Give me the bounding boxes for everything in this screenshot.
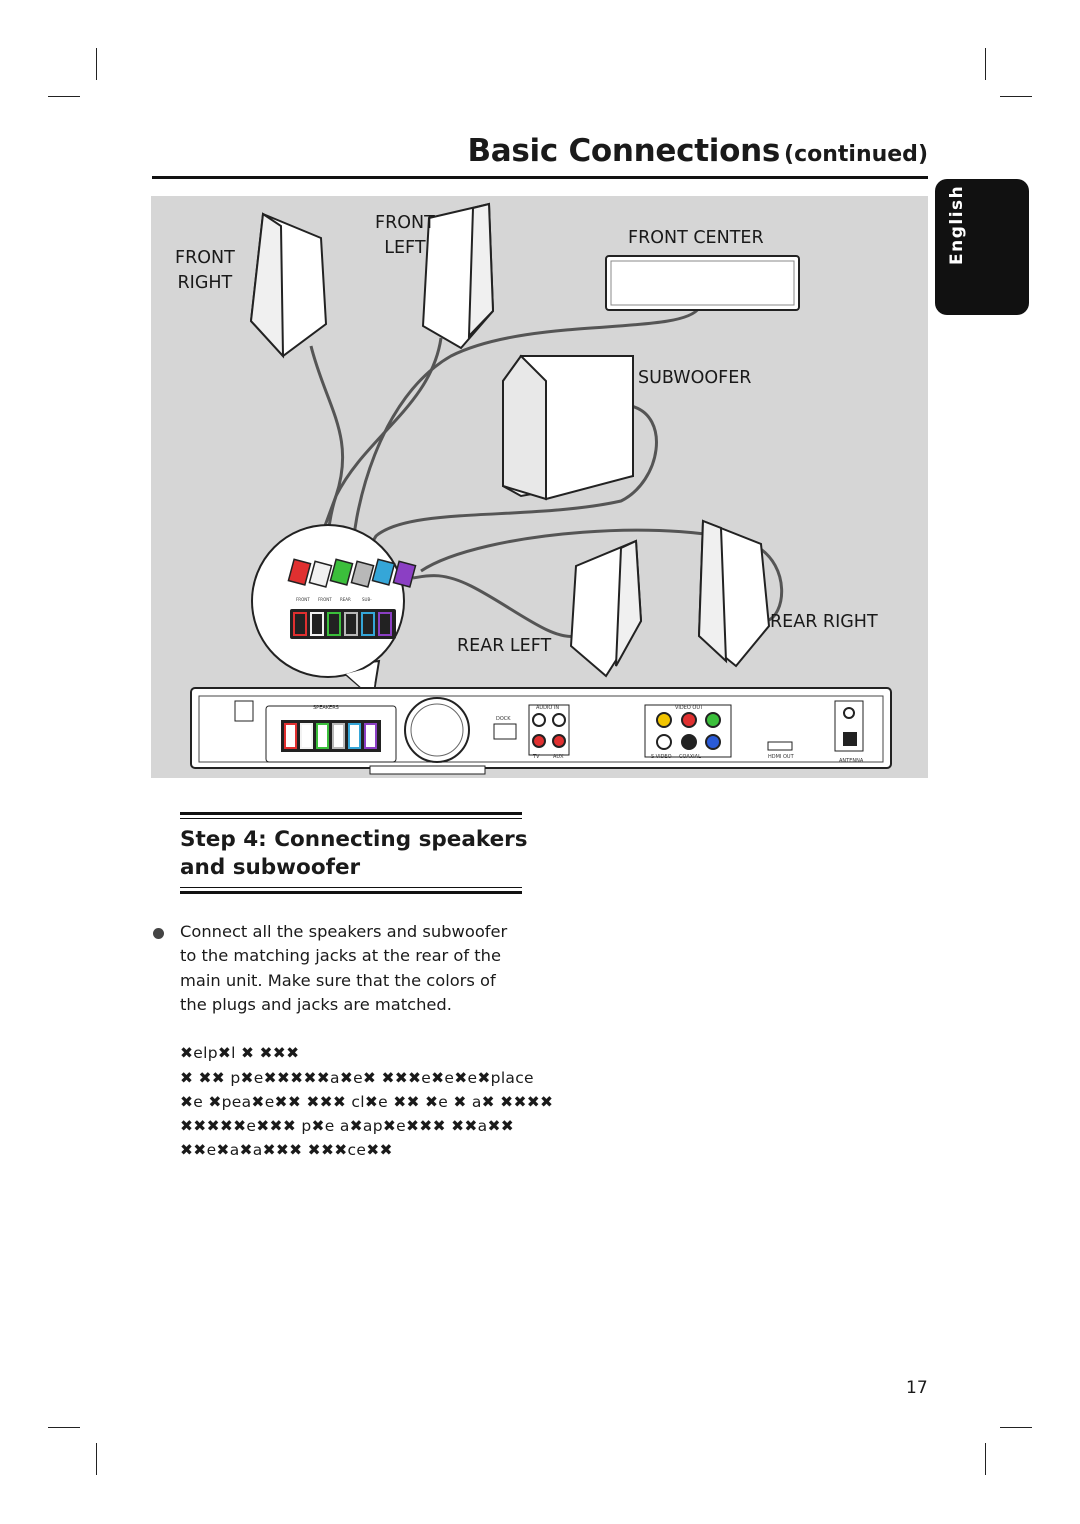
zoom-jack-front-center bbox=[327, 612, 341, 636]
page-number: 17 bbox=[906, 1378, 928, 1398]
instruction-line: Connect all the speakers and subwoofer bbox=[180, 922, 508, 941]
language-tab-label: English bbox=[947, 184, 967, 265]
language-tab: English bbox=[935, 179, 1029, 315]
label-rear-left: REAR LEFT bbox=[457, 636, 552, 656]
helpful-hint-line: ✖✖✖✖✖e✖✖✖ p✖e a✖ap✖e✖✖✖ ✖✖a✖✖ bbox=[180, 1117, 515, 1135]
plug-front-center bbox=[329, 558, 354, 586]
crop-mark bbox=[985, 48, 986, 80]
audio-in-block bbox=[528, 704, 570, 756]
cable-rear-left bbox=[412, 574, 577, 638]
rear-left-speaker bbox=[569, 539, 643, 678]
panel-jack-subwoofer bbox=[364, 723, 377, 749]
rear-right-speaker bbox=[697, 519, 771, 668]
panel-label-antenna: ANTENNA bbox=[839, 758, 864, 764]
zoom-jack-labels: FRONT FRONT REAR SUB- bbox=[296, 597, 372, 602]
panel-jack-front-center bbox=[316, 723, 329, 749]
label-subwoofer: SUBWOOFER bbox=[638, 368, 752, 388]
step-rule-bottom-thin bbox=[180, 887, 522, 888]
subwoofer-speaker bbox=[502, 354, 634, 501]
helpful-hint-line: ✖ ✖✖ p✖e✖✖✖✖✖a✖e✖ ✖✖✖e✖e✖e✖place bbox=[180, 1069, 534, 1087]
panel-label-aux: AUX bbox=[553, 754, 564, 760]
panel-label-tv: TV bbox=[532, 754, 540, 760]
crop-mark bbox=[1000, 96, 1032, 97]
label-front-right-line1: FRONT bbox=[175, 248, 235, 268]
panel-jack-rear-right bbox=[332, 723, 345, 749]
hdmi-port bbox=[767, 741, 793, 751]
panel-jack-front-left bbox=[300, 723, 313, 749]
panel-label-dock: DOCK bbox=[496, 716, 511, 722]
step-heading-line1: Step 4: Connecting speakers bbox=[180, 827, 528, 852]
label-front-left: FRONT LEFT bbox=[375, 211, 435, 261]
panel-label-hdmi-out: HDMI OUT bbox=[768, 754, 795, 760]
panel-jack-front-right bbox=[284, 723, 297, 749]
panel-label-audio-in: AUDIO IN bbox=[536, 705, 559, 711]
page-title-main: Basic Connections bbox=[467, 133, 780, 169]
helpful-hint-line: ✖✖e✖a✖a✖✖✖ ✖✖✖ce✖✖ bbox=[180, 1141, 393, 1159]
zoom-jacks bbox=[293, 612, 392, 636]
panel-jack-rear-left bbox=[348, 723, 361, 749]
page-title-continued: (continued) bbox=[784, 142, 928, 167]
helpful-hint-heading: ✖elp✖l ✖ ✖✖✖ bbox=[180, 1044, 300, 1062]
step-rule-top bbox=[180, 812, 522, 815]
zoom-jack-rear-right bbox=[344, 612, 358, 636]
instruction-line: main unit. Make sure that the colors of bbox=[180, 970, 496, 990]
main-unit-rear-panel bbox=[190, 687, 892, 775]
label-front-right-line2: RIGHT bbox=[177, 273, 233, 293]
instruction-line: the plugs and jacks are matched. bbox=[180, 994, 452, 1014]
zoom-jack-rear-left bbox=[361, 612, 375, 636]
diagram-illustration: FRONT FRONT REAR SUB- bbox=[190, 202, 892, 775]
instruction-text: Connect all the speakers and subwoofer t… bbox=[180, 920, 525, 1017]
svg-text:REAR: REAR bbox=[340, 597, 351, 602]
label-front-right: FRONT RIGHT bbox=[175, 246, 235, 296]
speaker-connection-diagram: FRONT FRONT REAR SUB- bbox=[151, 196, 928, 778]
step-rule-bottom bbox=[180, 891, 522, 894]
crop-mark bbox=[96, 1443, 97, 1475]
panel-label-coaxial: COAXIAL bbox=[679, 754, 701, 760]
dock-port bbox=[493, 723, 517, 740]
svg-text:SUB-: SUB- bbox=[362, 597, 372, 602]
bullet-icon bbox=[153, 928, 164, 939]
front-center-speaker bbox=[605, 255, 800, 311]
plug-rear-left bbox=[371, 558, 396, 586]
svg-text:FRONT: FRONT bbox=[296, 597, 310, 602]
panel-labels: SPEAKERS AUDIO IN DOCK TV AUX VIDEO OUT … bbox=[313, 705, 864, 764]
front-right-speaker bbox=[249, 212, 328, 359]
crop-mark bbox=[48, 1427, 80, 1428]
zoom-jack-front-right bbox=[293, 612, 307, 636]
front-left-speaker bbox=[421, 202, 495, 350]
helpful-hint-line: ✖e ✖pea✖e✖✖ ✖✖✖ cl✖e ✖✖ ✖e ✖ a✖ ✖✖✖✖ bbox=[180, 1093, 554, 1111]
crop-mark bbox=[48, 96, 80, 97]
speaker-plugs bbox=[287, 558, 417, 588]
step-heading-line2: and subwoofer bbox=[180, 855, 361, 880]
crop-mark bbox=[1000, 1427, 1032, 1428]
plug-front-right bbox=[287, 558, 312, 586]
svg-text:FRONT: FRONT bbox=[318, 597, 332, 602]
instruction-line: to the matching jacks at the rear of the bbox=[180, 946, 502, 966]
label-rear-right: REAR RIGHT bbox=[770, 612, 878, 632]
page-title-suffix: continued bbox=[794, 142, 918, 167]
zoom-jack-subwoofer bbox=[378, 612, 392, 636]
zoom-jack-front-left bbox=[310, 612, 324, 636]
panel-label-video-out: VIDEO OUT bbox=[675, 705, 704, 711]
label-front-center: FRONT CENTER bbox=[628, 228, 764, 248]
step-rule-top-thin bbox=[180, 818, 522, 819]
crop-mark bbox=[985, 1443, 986, 1475]
panel-speaker-jacks bbox=[284, 723, 377, 749]
plug-subwoofer bbox=[392, 560, 417, 588]
panel-label-speakers: SPEAKERS bbox=[313, 705, 339, 711]
cable-front-center bbox=[349, 307, 701, 577]
title-rule bbox=[152, 176, 928, 179]
label-front-left-line1: FRONT bbox=[375, 213, 435, 233]
panel-label-s-video: S-VIDEO bbox=[651, 754, 672, 760]
plug-rear-right bbox=[350, 560, 375, 588]
step-heading: Step 4: Connecting speakers and subwoofe… bbox=[180, 826, 540, 882]
label-front-left-line2: LEFT bbox=[384, 238, 426, 258]
plug-front-left bbox=[308, 560, 333, 588]
crop-mark bbox=[96, 48, 97, 80]
page-title: Basic Connections(continued) bbox=[467, 133, 928, 169]
